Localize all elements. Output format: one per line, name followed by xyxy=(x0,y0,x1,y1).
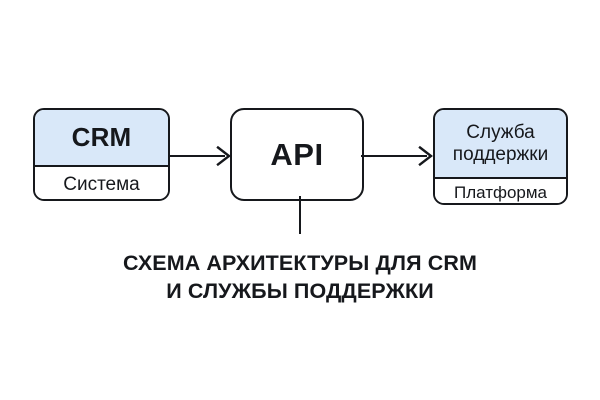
diagram-caption: СХЕМА АРХИТЕКТУРЫ ДЛЯ CRM И СЛУЖБЫ ПОДДЕ… xyxy=(0,250,600,305)
node-support-title: Служба поддержки xyxy=(435,110,566,177)
node-crm[interactable]: CRM Система xyxy=(33,108,170,201)
node-api[interactable]: API xyxy=(230,108,364,201)
caption-line-1: СХЕМА АРХИТЕКТУРЫ ДЛЯ CRM xyxy=(123,251,477,275)
node-support-subtitle: Платформа xyxy=(435,177,566,203)
connector-crm-to-api xyxy=(168,145,231,167)
node-api-title: API xyxy=(270,136,324,172)
node-crm-subtitle: Система xyxy=(35,165,168,199)
connector-api-to-support xyxy=(361,145,433,167)
caption-line-2: И СЛУЖБЫ ПОДДЕРЖКИ xyxy=(166,278,434,303)
node-support[interactable]: Служба поддержки Платформа xyxy=(433,108,568,205)
connector-api-stem xyxy=(298,196,302,234)
node-crm-title: CRM xyxy=(35,110,168,165)
